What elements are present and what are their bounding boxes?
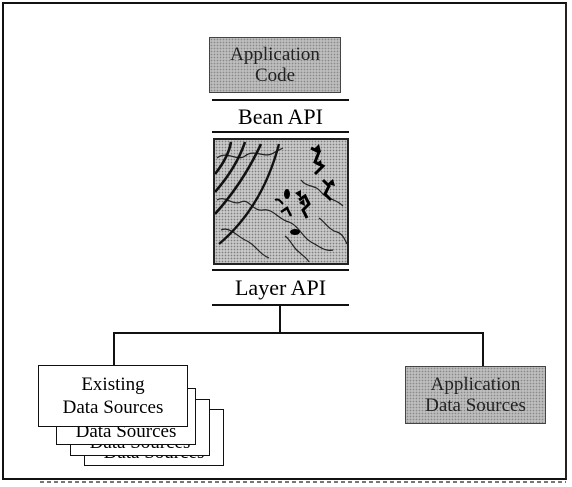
existing-data-sources-line2: Data Sources xyxy=(62,397,164,418)
existing-data-sources-card: Existing Data Sources xyxy=(38,365,188,427)
application-code-line1: Application xyxy=(230,44,320,65)
bean-api-bottom-rule xyxy=(212,131,349,133)
connector-right-drop xyxy=(482,332,484,366)
weather-map-icon xyxy=(213,138,349,265)
connector-branch xyxy=(113,332,484,334)
bottom-dashed-rule xyxy=(40,481,566,483)
application-data-sources-line2: Data Sources xyxy=(425,395,526,416)
layer-api-label: Layer API xyxy=(234,275,327,300)
application-code-line2: Code xyxy=(254,65,296,86)
bean-api-top-rule xyxy=(212,99,349,101)
application-data-sources-line1: Application xyxy=(430,374,521,395)
bean-api-label: Bean API xyxy=(238,104,323,129)
weather-map-drawing xyxy=(215,141,347,263)
layer-api-top-rule xyxy=(212,269,349,271)
connector-trunk xyxy=(279,305,281,333)
connector-left-drop xyxy=(113,332,115,366)
existing-data-sources-line1: Existing xyxy=(81,374,145,395)
application-data-sources-box: Application Data Sources xyxy=(405,366,546,424)
application-code-box: Application Code xyxy=(209,37,341,93)
